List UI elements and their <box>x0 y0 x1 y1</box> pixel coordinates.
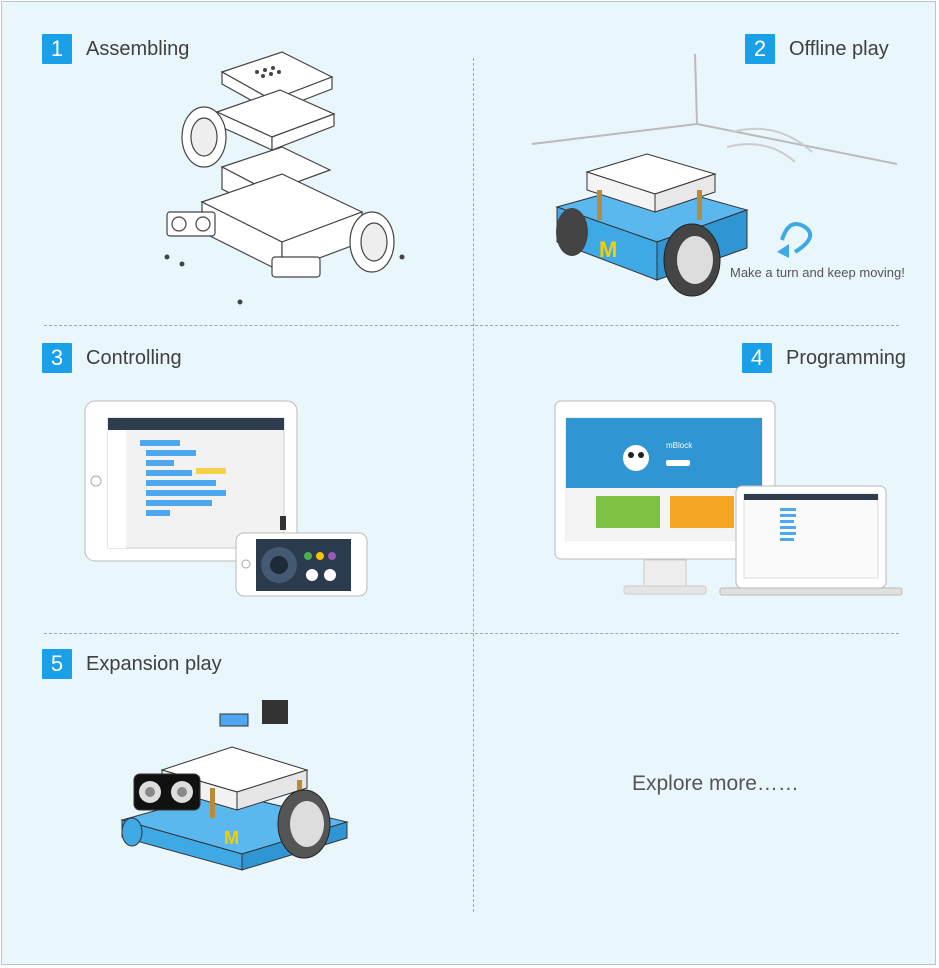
section-title: Expansion play <box>86 652 222 675</box>
section-expansion-heading: 5 Expansion play <box>42 649 222 679</box>
section-number-badge: 2 <box>745 34 775 64</box>
section-title: Programming <box>786 346 907 369</box>
desktop-and-laptop-illustration: mBlock <box>554 400 903 596</box>
section-assembling-heading: 1 Assembling <box>42 34 189 64</box>
horizontal-divider-2 <box>44 633 899 634</box>
svg-text:M: M <box>599 237 617 262</box>
vertical-divider <box>473 58 474 912</box>
explore-more-text: Explore more…… <box>632 772 799 795</box>
section-number-badge: 1 <box>42 34 72 64</box>
section-title: Offline play <box>789 37 889 60</box>
mblock-title: mBlock <box>666 441 693 450</box>
section-number-badge: 3 <box>42 343 72 373</box>
section-number-badge: 5 <box>42 649 72 679</box>
robot-in-corner-illustration: M <box>531 53 898 297</box>
exploded-robot-illustration <box>164 51 405 305</box>
section-title: Assembling <box>86 37 190 60</box>
section-programming-heading: 4 Programming <box>742 343 906 373</box>
svg-text:M: M <box>224 828 239 848</box>
section-controlling-heading: 3 Controlling <box>42 343 182 373</box>
section-number-badge: 4 <box>742 343 772 373</box>
robot-with-sensors-illustration: M <box>120 700 349 871</box>
horizontal-divider-1 <box>44 325 899 326</box>
offline-caption: Make a turn and keep moving! <box>730 265 905 280</box>
section-offline-heading: 2 Offline play <box>745 34 889 64</box>
section-title: Controlling <box>86 346 182 369</box>
tablet-and-phone-illustration <box>84 400 368 597</box>
